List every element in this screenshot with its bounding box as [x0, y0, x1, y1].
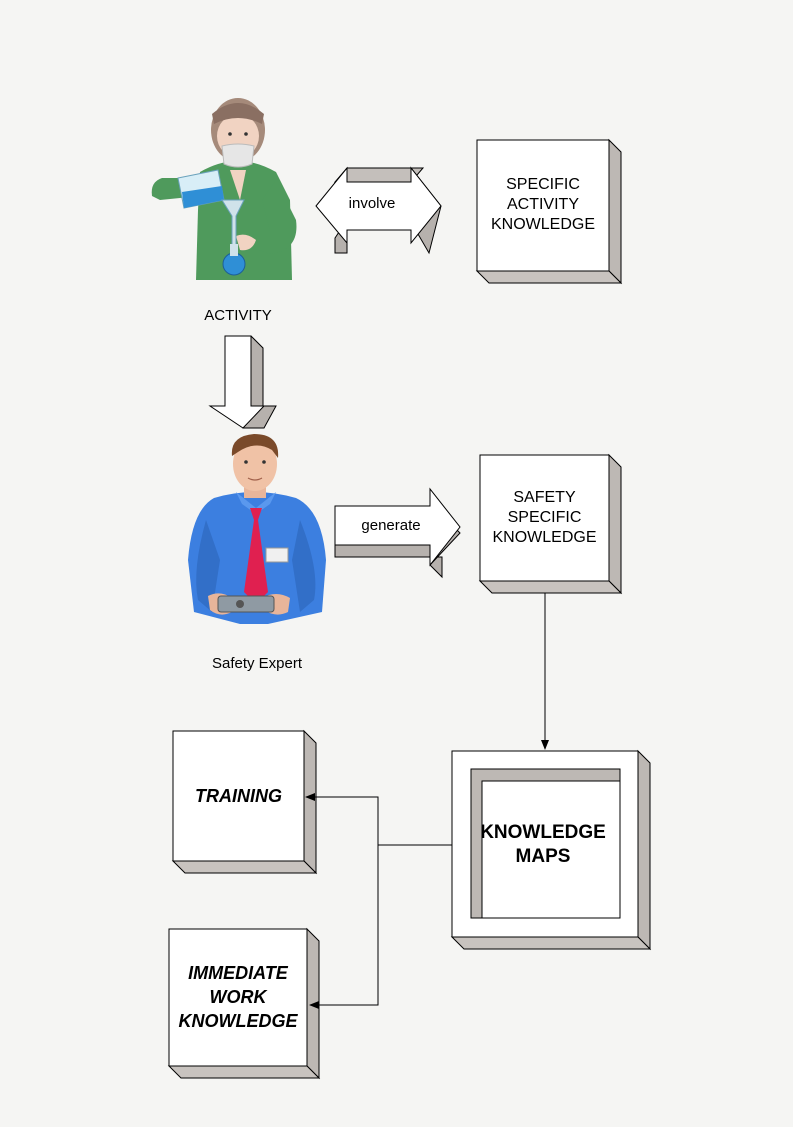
connector-maps-to-training — [305, 793, 452, 846]
training-text: TRAINING — [173, 784, 304, 808]
immediate-work-knowledge-line-1: IMMEDIATE — [188, 963, 288, 983]
knowledge-maps-line-2: MAPS — [515, 846, 571, 867]
safety-specific-knowledge-line-2: SPECIFIC — [507, 509, 582, 526]
activity-label: ACTIVITY — [204, 307, 272, 324]
lab-worker-pouring-icon — [151, 98, 297, 280]
involve-double-arrow — [315, 166, 442, 255]
box-training — [171, 729, 318, 875]
box-safety-specific-knowledge — [478, 453, 623, 595]
box-immediate-work-knowledge — [167, 927, 321, 1080]
specific-activity-knowledge-line-1: SPECIFIC — [506, 176, 580, 193]
box-specific-activity-knowledge — [475, 138, 623, 285]
immediate-work-knowledge-line-2: WORK — [209, 987, 267, 1007]
knowledge-maps-line-1: KNOWLEDGE — [480, 822, 606, 843]
training-line-1: TRAINING — [195, 786, 282, 806]
specific-activity-knowledge-line-2: ACTIVITY — [506, 196, 579, 213]
safety-expert-label: Safety Expert — [211, 655, 303, 672]
immediate-work-knowledge-text: IMMEDIATE WORK KNOWLEDGE — [169, 961, 307, 1033]
specific-activity-knowledge-line-3: KNOWLEDGE — [490, 216, 595, 233]
safety-specific-knowledge-text: SAFETY SPECIFIC KNOWLEDGE — [480, 488, 609, 548]
activity-down-arrow — [208, 335, 277, 429]
generate-label: generate — [361, 517, 421, 534]
involve-label: involve — [348, 195, 396, 212]
specific-activity-knowledge-text: SPECIFIC ACTIVITY KNOWLEDGE — [477, 175, 609, 235]
knowledge-maps-text: KNOWLEDGE MAPS — [472, 821, 614, 869]
safety-specific-knowledge-line-3: KNOWLEDGE — [492, 529, 597, 546]
box-knowledge-maps — [450, 749, 652, 951]
immediate-work-knowledge-line-3: KNOWLEDGE — [178, 1011, 298, 1031]
safety-specific-knowledge-line-1: SAFETY — [513, 489, 576, 506]
generate-right-arrow — [334, 487, 461, 579]
connector-maps-to-immediate — [309, 845, 379, 1009]
businessman-icon — [188, 434, 326, 624]
